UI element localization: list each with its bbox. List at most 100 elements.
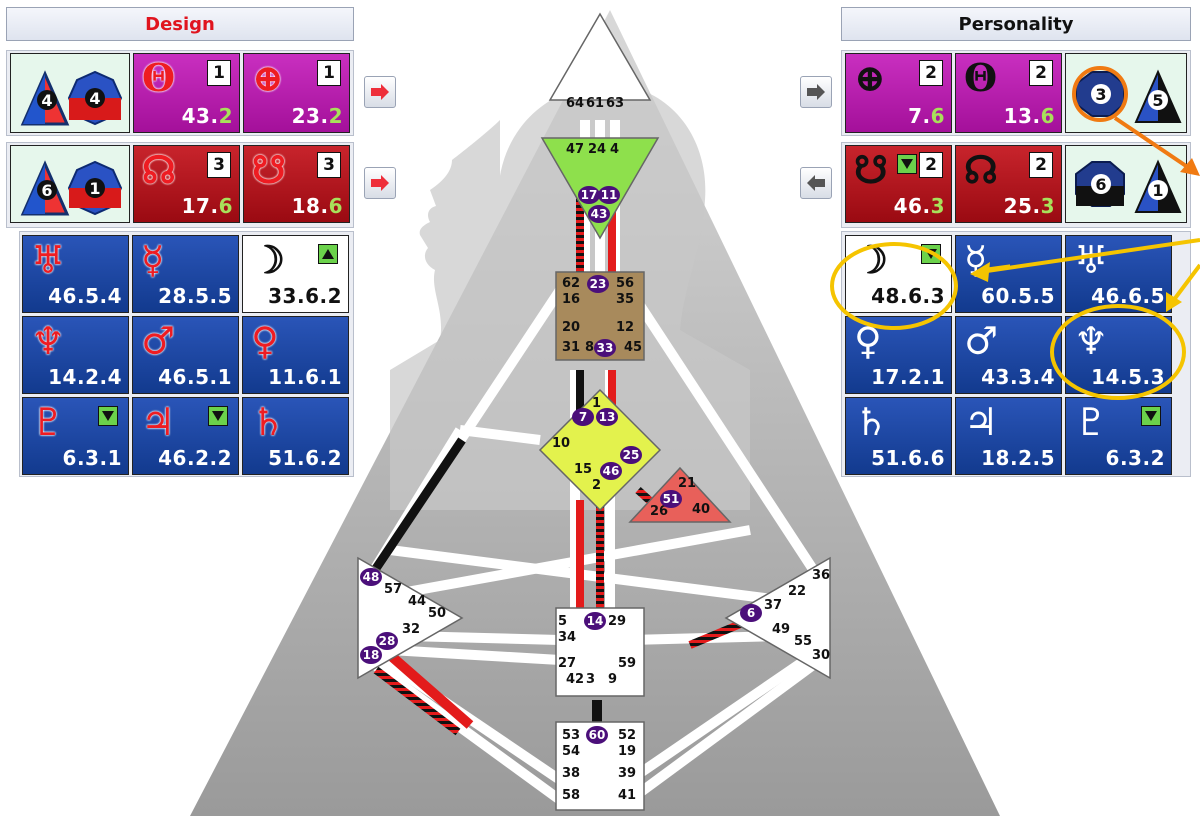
head-center[interactable] xyxy=(548,12,652,101)
gate-label: 10 xyxy=(552,436,571,451)
gate-label: 37 xyxy=(764,598,783,613)
design-planet-cell[interactable]: ♂46.5.1 xyxy=(132,316,239,394)
design-north-node-badge: 3 xyxy=(207,152,231,178)
annotation-overlay xyxy=(830,116,1200,400)
design-planet-cell[interactable]: ♆14.2.4 xyxy=(22,316,129,394)
design-row1-right-number: 4 xyxy=(85,88,105,108)
personality-planet-cell[interactable]: ♇6.3.2 xyxy=(1065,397,1172,475)
planet-gate-value: 51.6.6 xyxy=(871,446,945,470)
gate-label: 31 xyxy=(562,340,581,355)
personality-planet-cell[interactable]: ♃18.2.5 xyxy=(955,397,1062,475)
design-planet-cell[interactable]: ☽33.6.2 xyxy=(242,235,349,313)
personality-planet-cell[interactable]: ♅46.6.5 xyxy=(1065,235,1172,313)
arrow-right-icon xyxy=(807,84,825,100)
yellow-arrow-head-1 xyxy=(970,262,990,282)
gate-label: 30 xyxy=(812,648,831,663)
design-planet-cell[interactable]: ♄51.6.2 xyxy=(242,397,349,475)
gate-label: 38 xyxy=(562,766,581,781)
gate-label: 24 xyxy=(588,142,607,157)
gate-label: 49 xyxy=(772,622,791,637)
gate-label: 55 xyxy=(794,634,813,649)
planet-gate-value: 6.3.1 xyxy=(62,446,122,470)
bodygraph xyxy=(190,10,1010,816)
planet-glyph-icon: ♃ xyxy=(141,399,176,444)
gate-label: 3 xyxy=(586,672,596,687)
personality-row1-arrow-button[interactable] xyxy=(800,76,832,108)
gate-label: 32 xyxy=(402,622,421,637)
gate-label: 34 xyxy=(558,630,577,645)
planet-glyph-icon: ♂ xyxy=(964,318,999,363)
planet-glyph-icon: ♆ xyxy=(1074,318,1109,363)
design-variable-cell-2[interactable]: 6 1 xyxy=(10,145,130,223)
personality-north-node-badge: 2 xyxy=(1029,152,1053,178)
gate-label: 11 xyxy=(598,186,620,204)
gate-label: 47 xyxy=(566,142,585,157)
gate-label: 17 xyxy=(578,186,600,204)
gate-label: 1 xyxy=(592,396,602,411)
gate-label: 64 xyxy=(566,96,585,111)
design-earth-cell[interactable]: Θ 1 43.2 xyxy=(133,53,240,133)
design-north-node-cell[interactable]: ☊ 3 17.6 xyxy=(133,145,240,223)
triangle-down-icon xyxy=(208,406,228,426)
planet-gate-value: 46.5.1 xyxy=(158,365,232,389)
arrow-right-icon xyxy=(371,84,389,100)
planet-glyph-icon: ♅ xyxy=(31,237,66,282)
solar-plexus-center[interactable] xyxy=(724,556,831,680)
personality-variable-cell-1[interactable]: 3 5 xyxy=(1065,53,1187,133)
gate-label: 33 xyxy=(594,339,616,357)
south-node-icon: ☋ xyxy=(252,147,286,192)
gate-label: 42 xyxy=(566,672,585,687)
personality-row2-arrow-button[interactable] xyxy=(800,167,832,199)
personality-sun-value: 13.6 xyxy=(1003,104,1055,128)
personality-north-node-value: 25.3 xyxy=(1003,194,1055,218)
gate-label: 48 xyxy=(360,568,382,586)
gate-label: 6 xyxy=(740,604,762,622)
design-planet-cell[interactable]: ♀11.6.1 xyxy=(242,316,349,394)
personality-planet-cell[interactable]: ♆14.5.3 xyxy=(1065,316,1172,394)
design-row2-arrow-button[interactable] xyxy=(364,167,396,199)
gate-label: 16 xyxy=(562,292,581,307)
gate-label: 4 xyxy=(610,142,620,157)
design-south-node-cell[interactable]: ☋ 3 18.6 xyxy=(243,145,350,223)
gate-label: 18 xyxy=(360,646,382,664)
planet-gate-value: 17.2.1 xyxy=(871,365,945,389)
personality-planet-cell[interactable]: ☽48.6.3 xyxy=(845,235,952,313)
design-planet-cell[interactable]: ♇6.3.1 xyxy=(22,397,129,475)
planet-gate-value: 60.5.5 xyxy=(981,284,1055,308)
design-variable-cell-1[interactable]: 4 4 xyxy=(10,53,130,133)
personality-planet-cell[interactable]: ♄51.6.6 xyxy=(845,397,952,475)
personality-north-node-cell[interactable]: ☊ 2 25.3 xyxy=(955,145,1062,223)
triangle-down-icon xyxy=(897,154,917,174)
gate-label: 29 xyxy=(608,614,627,629)
earth-icon: ⊕ xyxy=(854,55,886,100)
design-sun-cell[interactable]: ⊕ 1 23.2 xyxy=(243,53,350,133)
planet-gate-value: 51.6.2 xyxy=(268,446,342,470)
design-sun-value: 43.2 xyxy=(181,104,233,128)
sun-icon: Θ xyxy=(142,55,176,100)
gate-label: 13 xyxy=(596,408,618,426)
g-center[interactable] xyxy=(538,388,662,512)
design-north-node-value: 17.6 xyxy=(181,194,233,218)
south-node-icon: ☋ xyxy=(854,147,888,192)
personality-sun-cell[interactable]: Θ 2 13.6 xyxy=(955,53,1062,133)
design-planet-cell[interactable]: ♃46.2.2 xyxy=(132,397,239,475)
personality-south-node-cell[interactable]: ☋ 2 46.3 xyxy=(845,145,952,223)
personality-row1-left-number: 3 xyxy=(1091,84,1111,104)
design-south-node-badge: 3 xyxy=(317,152,341,178)
design-row1-arrow-button[interactable] xyxy=(364,76,396,108)
gate-label: 39 xyxy=(618,766,637,781)
gate-label: 26 xyxy=(650,504,669,519)
personality-earth-cell[interactable]: ⊕ 2 7.6 xyxy=(845,53,952,133)
gate-label: 22 xyxy=(788,584,807,599)
design-planet-cell[interactable]: ♅46.5.4 xyxy=(22,235,129,313)
personality-planet-cell[interactable]: ♂43.3.4 xyxy=(955,316,1062,394)
personality-variable-cell-2[interactable]: 6 1 xyxy=(1065,145,1187,223)
gate-label: 8 xyxy=(585,340,595,355)
gate-label: 25 xyxy=(620,446,642,464)
triangle-down-icon xyxy=(1141,406,1161,426)
personality-row1-right-number: 5 xyxy=(1148,90,1168,110)
design-planet-cell[interactable]: ☿28.5.5 xyxy=(132,235,239,313)
gate-label: 56 xyxy=(616,276,635,291)
planet-glyph-icon: ♇ xyxy=(1074,399,1109,444)
gate-label: 36 xyxy=(812,568,831,583)
